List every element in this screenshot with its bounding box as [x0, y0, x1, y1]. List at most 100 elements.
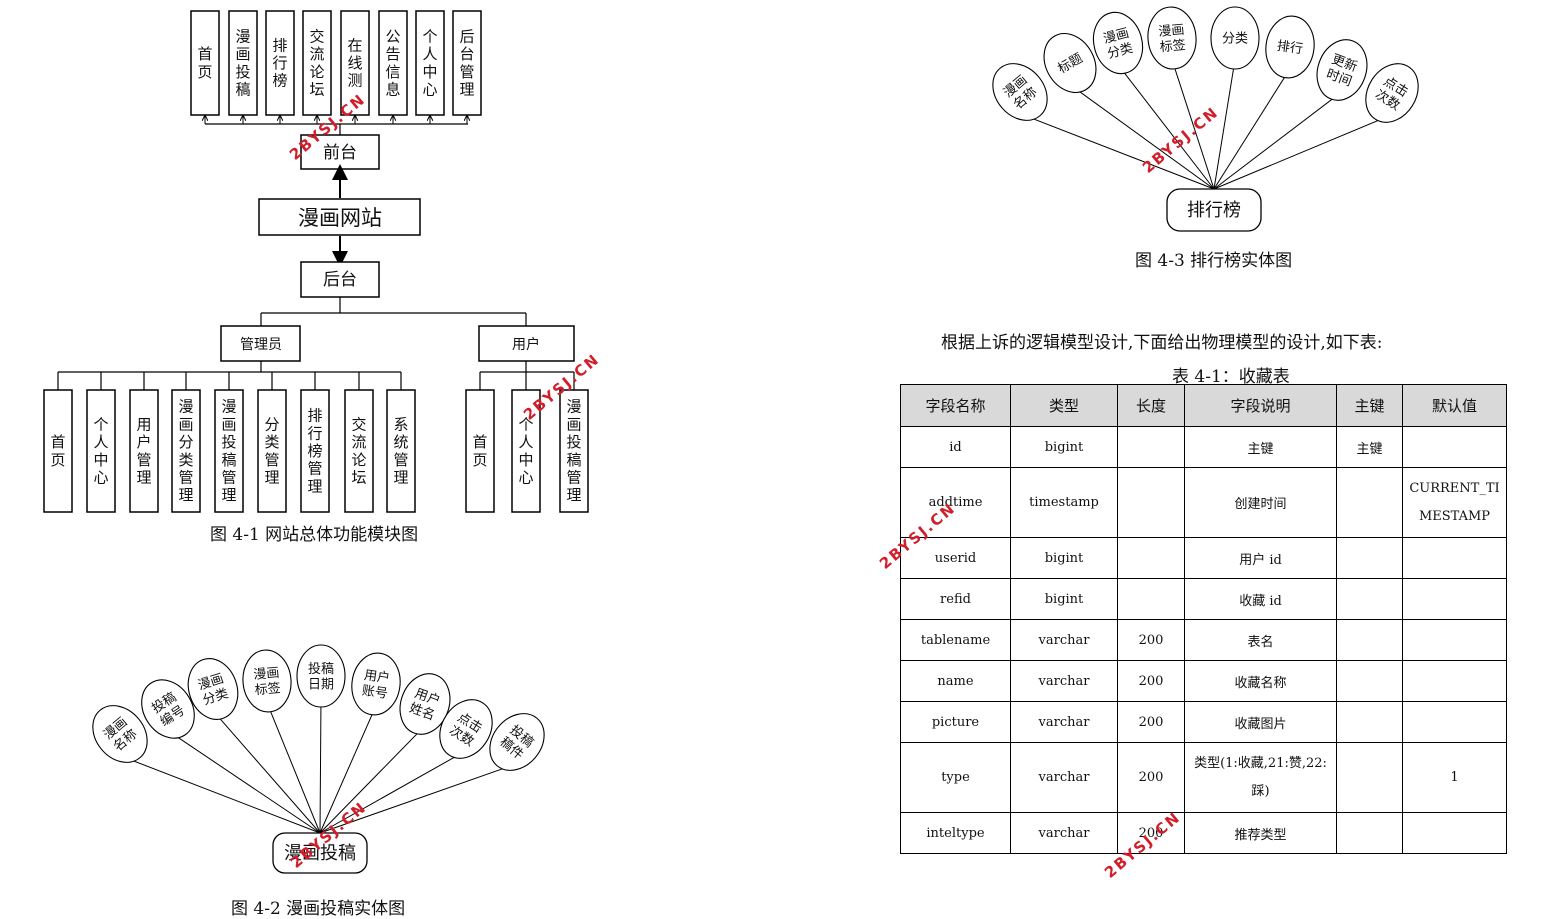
header-field-name: 字段名称 [900, 384, 1011, 427]
admin-module-7: 交流论坛 [344, 389, 374, 513]
user-module-1: 个人中心 [511, 389, 541, 513]
fig3-attribute-1: 标题 [1043, 33, 1097, 93]
table-cell [1402, 537, 1507, 579]
admin-module-3-label: 漫画分类管理 [178, 398, 193, 505]
table-header-row: 字段名称 类型 长度 字段说明 主键 默认值 [900, 384, 1507, 427]
fig3-attribute-3: 漫画标签 [1147, 6, 1197, 70]
table-cell: 主键 [1184, 426, 1337, 468]
admin-module-8-label: 系统管理 [393, 415, 408, 486]
table-cell: tablename [900, 619, 1011, 661]
table-cell: bigint [1010, 578, 1118, 620]
fig3-attribute-label: 分类 [1222, 32, 1248, 47]
back-label: 后台 [323, 270, 357, 290]
table-cell [1402, 701, 1507, 743]
fig2-attribute-6: 用户姓名 [399, 673, 451, 735]
table-cell [1402, 426, 1507, 468]
fig3-attribute-label: 漫画分类 [1102, 26, 1135, 62]
table-cell: 收藏图片 [1184, 701, 1337, 743]
admin-module-5-label: 分类管理 [264, 415, 279, 486]
user-label: 用户 [512, 336, 540, 353]
table-cell: 创建时间 [1184, 467, 1337, 538]
fig3-attribute-6: 更新时间 [1316, 39, 1368, 101]
table-cell [1117, 467, 1185, 538]
admin-module-0: 首页 [43, 389, 73, 513]
fig2-caption: 图 4-2 漫画投稿实体图 [231, 899, 406, 919]
table-cell: bigint [1010, 426, 1118, 468]
table-cell [1336, 537, 1403, 579]
admin-module-7-label: 交流论坛 [351, 415, 366, 486]
front-module-2: 排行榜 [265, 10, 295, 116]
table-cell [1336, 660, 1403, 702]
table-cell [1402, 812, 1507, 854]
table-cell: varchar [1010, 660, 1118, 702]
table-cell: 200 [1117, 742, 1185, 813]
table-cell: 用户 id [1184, 537, 1337, 579]
fig2-attribute-label: 投稿日期 [308, 661, 334, 693]
header-description: 字段说明 [1184, 384, 1337, 427]
fig2-attribute-3: 漫画标签 [242, 649, 292, 713]
table-cell: 推荐类型 [1184, 812, 1337, 854]
fig3-entity: 排行榜 [1187, 200, 1241, 221]
front-module-4-label: 在线测 [347, 36, 362, 89]
fig3-attribute-4: 分类 [1210, 6, 1260, 70]
intro-paragraph: 根据上诉的逻辑模型设计,下面给出物理模型的设计,如下表: [941, 333, 1383, 353]
front-module-6-label: 个人中心 [422, 27, 437, 98]
header-default: 默认值 [1402, 384, 1507, 427]
front-module-2-label: 排行榜 [272, 36, 287, 89]
table-cell [1336, 742, 1403, 813]
admin-module-8: 系统管理 [386, 389, 416, 513]
table-cell: CURRENT_TIMESTAMP [1402, 467, 1507, 538]
admin-module-1-label: 个人中心 [93, 415, 108, 486]
front-module-7-label: 后台管理 [459, 27, 474, 98]
table-cell: varchar [1010, 742, 1118, 813]
manga-submission-er-diagram: 漫画名称投稿编号漫画分类漫画标签投稿日期用户账号用户姓名点击次数投稿稿件 漫画投… [92, 644, 545, 874]
table-cell [1336, 578, 1403, 620]
fig2-attribute-label: 用户账号 [361, 667, 391, 702]
fig2-attribute-0: 漫画名称 [92, 705, 148, 763]
fig3-attribute-5: 排行 [1265, 15, 1315, 79]
front-module-6: 个人中心 [415, 10, 445, 116]
table-cell [1336, 812, 1403, 854]
admin-module-2: 用户管理 [129, 389, 159, 513]
front-module-0: 首页 [190, 10, 220, 116]
table-cell: varchar [1010, 701, 1118, 743]
user-module-1-label: 个人中心 [518, 415, 533, 486]
site-label: 漫画网站 [298, 206, 382, 230]
fig2-attribute-8: 投稿稿件 [489, 713, 545, 771]
admin-module-6-label: 排行榜管理 [307, 407, 322, 496]
fig2-attribute-4: 投稿日期 [296, 644, 346, 708]
table-cell [1336, 619, 1403, 661]
front-module-3: 交流论坛 [302, 10, 332, 116]
admin-module-0-label: 首页 [50, 433, 65, 469]
table-cell: 1 [1402, 742, 1507, 813]
table-cell: 类型(1:收藏,21:赞,22:踩) [1184, 742, 1337, 813]
table-cell [1336, 467, 1403, 538]
table-cell: 收藏名称 [1184, 660, 1337, 702]
table-cell: id [900, 426, 1011, 468]
table-cell: 200 [1117, 701, 1185, 743]
fig3-caption: 图 4-3 排行榜实体图 [1135, 251, 1293, 271]
fig3-attribute-0: 漫画名称 [992, 63, 1048, 121]
fig3-attribute-2: 漫画分类 [1092, 11, 1144, 75]
table-cell [1117, 426, 1185, 468]
header-length: 长度 [1117, 384, 1185, 427]
fig1-caption: 图 4-1 网站总体功能模块图 [210, 525, 419, 545]
fig2-attribute-5: 用户账号 [351, 652, 401, 716]
table-cell: 收藏 id [1184, 578, 1337, 620]
user-module-2: 漫画投稿管理 [559, 389, 589, 513]
table-cell [1117, 578, 1185, 620]
front-module-5-label: 公告信息 [385, 27, 400, 98]
table-cell: 表名 [1184, 619, 1337, 661]
